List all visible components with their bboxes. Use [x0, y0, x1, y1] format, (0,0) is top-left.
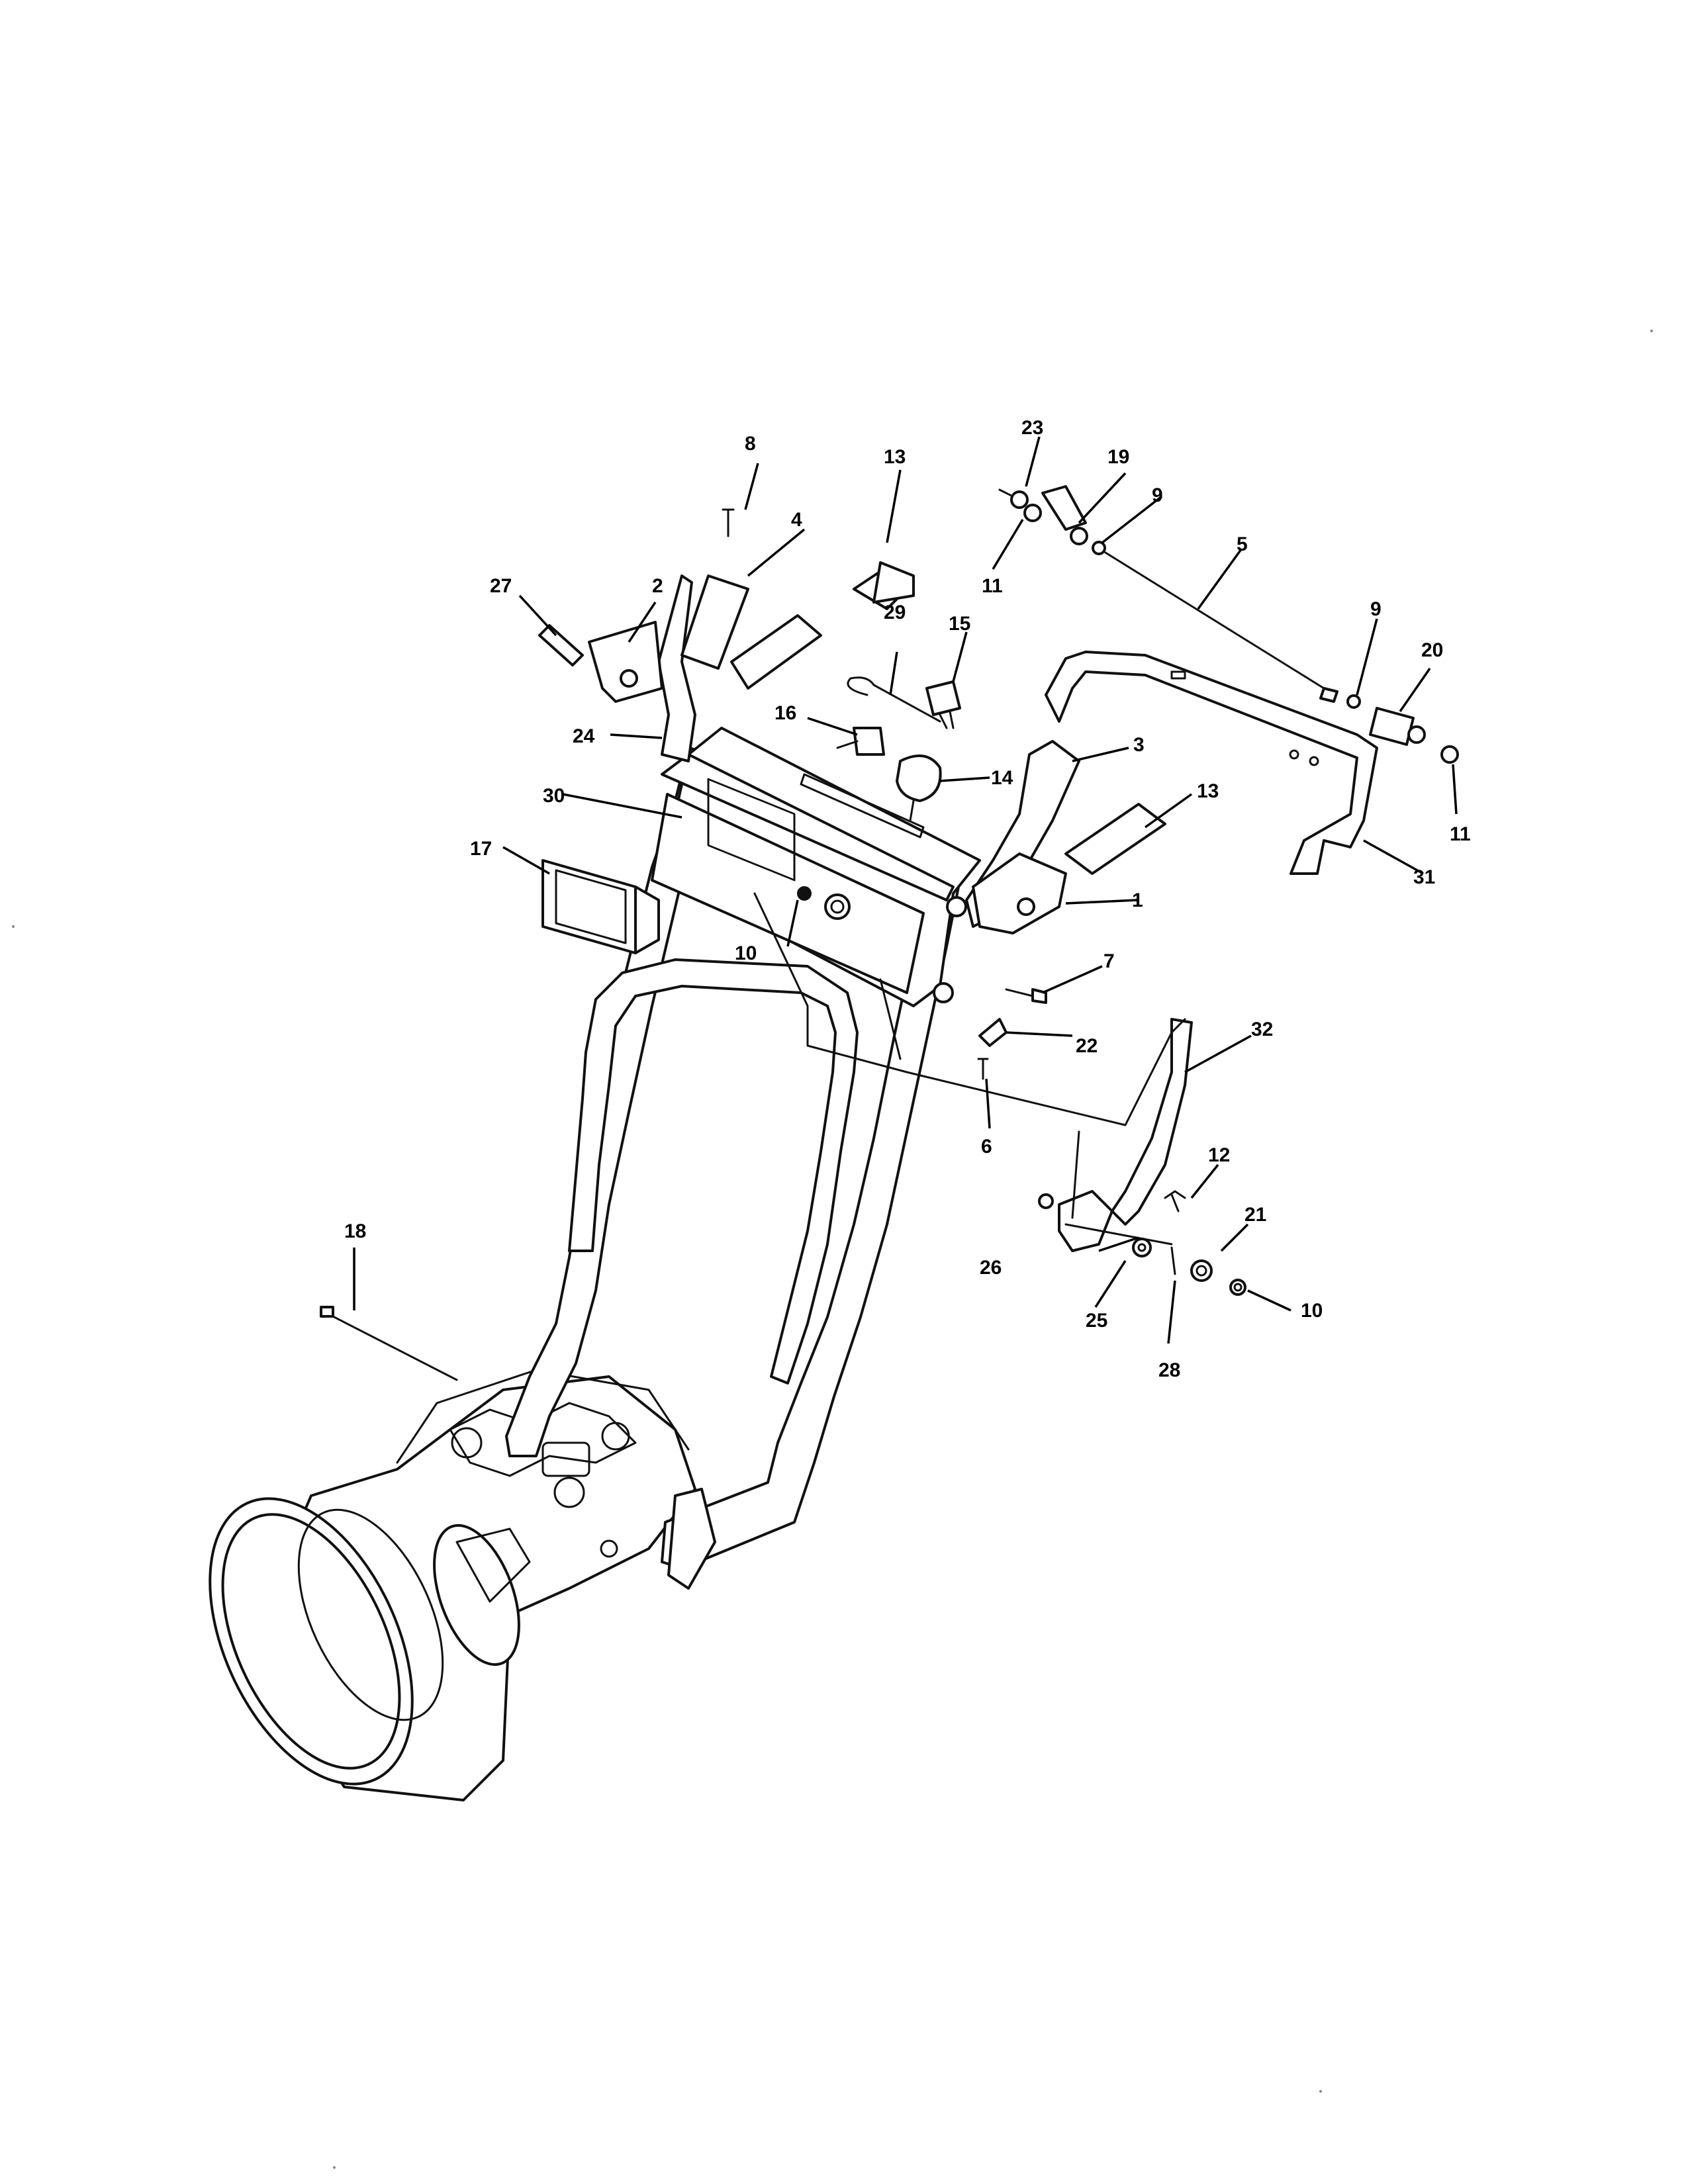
small-parts	[320, 508, 1047, 1381]
callout-14: 14	[991, 767, 1013, 789]
callout-13-top: 13	[884, 446, 906, 468]
callout-18: 18	[344, 1220, 366, 1242]
callout-10-right: 10	[1301, 1300, 1323, 1322]
callout-9-top: 9	[1152, 484, 1163, 506]
control-panel	[651, 727, 981, 1007]
scan-specks	[12, 330, 1653, 2169]
housing	[209, 1369, 696, 1801]
callout-26: 26	[980, 1257, 1002, 1279]
upper-handles	[538, 561, 1166, 934]
callout-11-right: 11	[1450, 823, 1471, 845]
callout-1: 1	[1132, 889, 1143, 911]
callout-4: 4	[791, 509, 802, 531]
callout-labels: 8 4 13 2 27 24 30 17 10 29 15 16 14 3 13…	[344, 417, 1471, 1381]
callout-12: 12	[1208, 1144, 1230, 1166]
callout-22: 22	[1076, 1035, 1098, 1057]
callout-20: 20	[1421, 639, 1443, 661]
callout-27: 27	[490, 575, 512, 597]
callout-10-left: 10	[735, 942, 757, 964]
lower-linkage	[1038, 1018, 1246, 1296]
callout-23: 23	[1021, 417, 1043, 439]
leader-lines	[353, 436, 1458, 1344]
callout-17: 17	[470, 838, 492, 860]
callout-3: 3	[1133, 734, 1145, 756]
callout-32: 32	[1251, 1019, 1273, 1040]
callout-13-right: 13	[1197, 780, 1219, 802]
callout-30: 30	[543, 785, 565, 807]
cables	[753, 892, 1186, 1219]
callout-9-right: 9	[1370, 598, 1382, 620]
callout-2: 2	[652, 575, 663, 597]
callout-11-top: 11	[982, 575, 1003, 597]
callout-31: 31	[1413, 866, 1435, 888]
callout-8: 8	[745, 433, 756, 455]
callout-24: 24	[573, 725, 595, 747]
callout-15: 15	[949, 613, 970, 635]
shift-assembly	[998, 485, 1459, 875]
callout-29: 29	[884, 602, 906, 623]
callout-16: 16	[774, 702, 796, 724]
callout-25: 25	[1086, 1310, 1107, 1332]
callout-19: 19	[1107, 446, 1129, 468]
callout-21: 21	[1244, 1204, 1266, 1226]
callout-7: 7	[1103, 950, 1115, 972]
callout-6: 6	[981, 1136, 992, 1158]
callout-5: 5	[1237, 533, 1248, 555]
callout-28: 28	[1158, 1359, 1180, 1381]
